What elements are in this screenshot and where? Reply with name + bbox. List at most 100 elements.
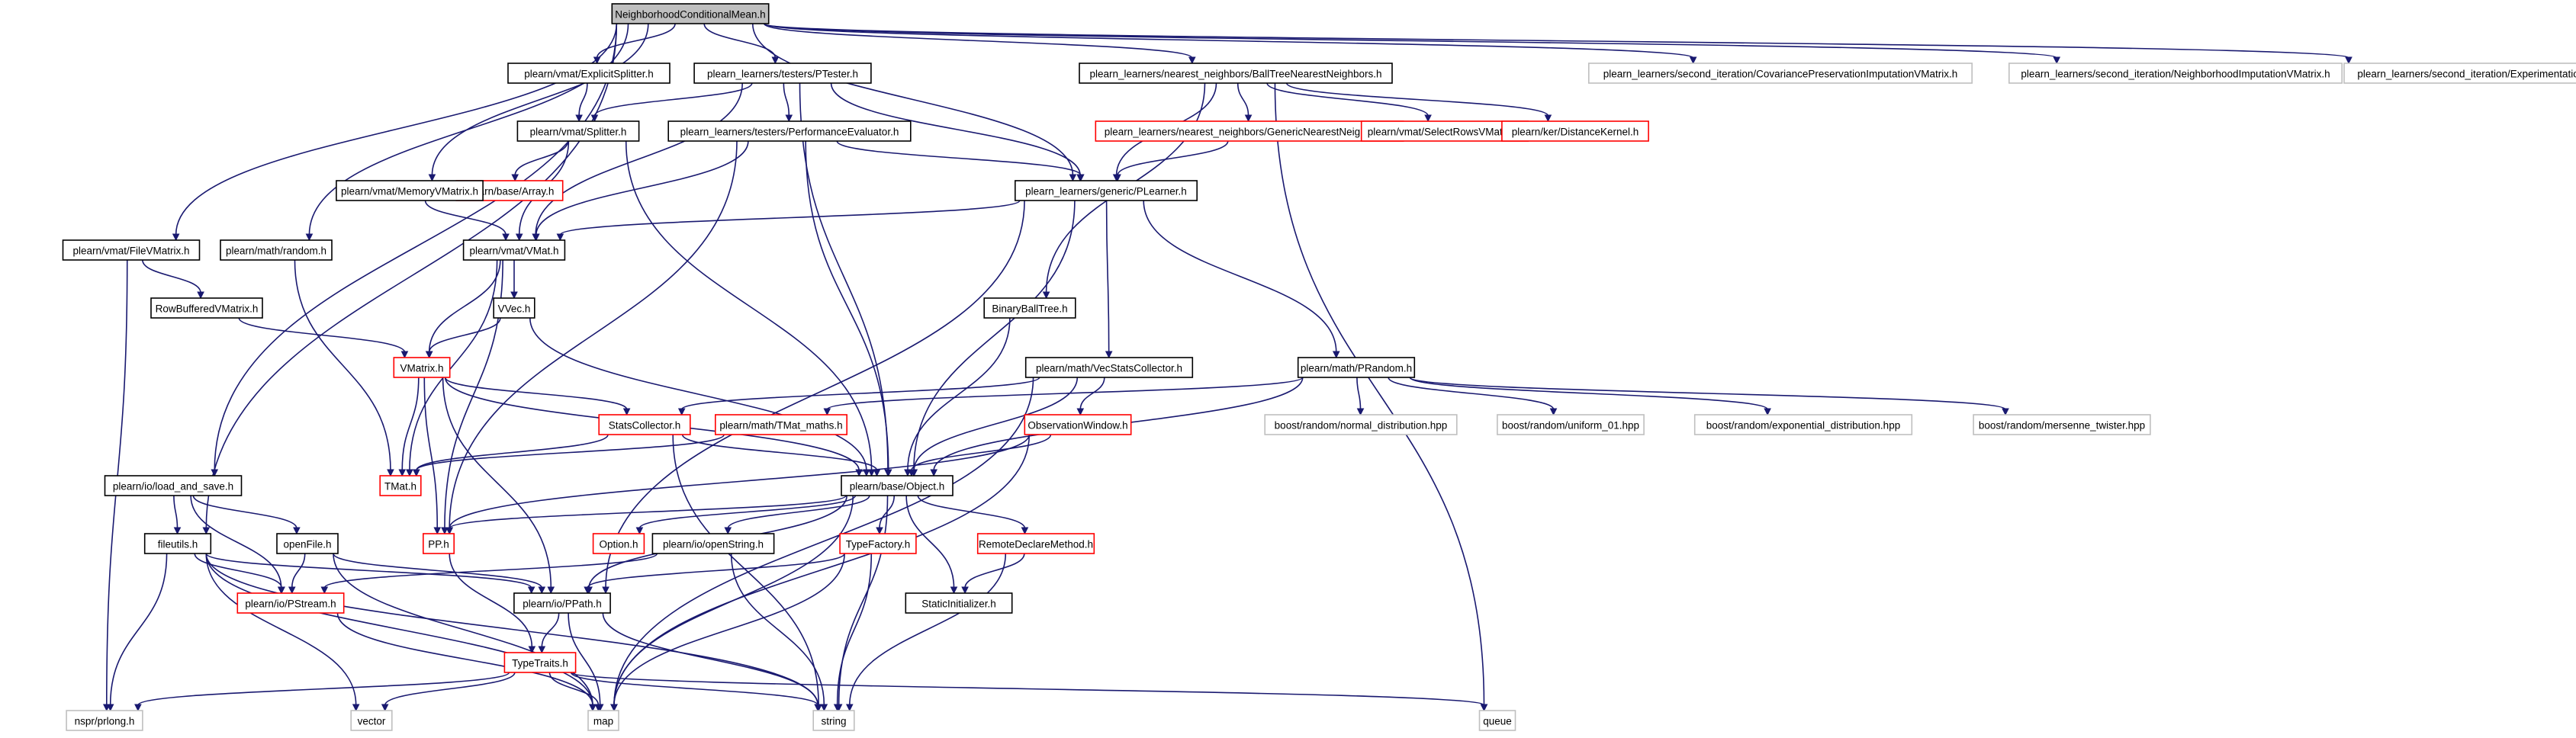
edge-plearner-to-vmat — [559, 200, 1021, 236]
edge-object-to-staticInit — [905, 495, 955, 589]
node-box — [493, 297, 535, 319]
edge-vvec-to-object — [529, 317, 867, 471]
arrowhead — [930, 469, 937, 477]
arrowhead — [1244, 114, 1253, 123]
node-plearner[interactable]: plearn_learners/generic/PLearner.h — [1015, 180, 1198, 201]
arrowhead — [863, 469, 870, 477]
node-fileVM[interactable]: plearn/vmat/FileVMatrix.h — [62, 239, 201, 261]
node-prandom[interactable]: plearn/math/PRandom.h — [1297, 357, 1416, 378]
node-box — [2008, 63, 2343, 84]
arrowhead — [1356, 408, 1365, 416]
node-vecStats[interactable]: plearn/math/VecStatsCollector.h — [1024, 357, 1194, 378]
node-box — [1297, 357, 1416, 378]
node-box — [983, 297, 1076, 319]
edge-genericNN-to-plearner — [1117, 140, 1229, 176]
node-remoteDeclare[interactable]: RemoteDeclareMethod.h — [976, 533, 1095, 554]
edge-root-to-nbImp — [763, 23, 2058, 59]
node-label: string — [821, 716, 846, 727]
arrowhead — [134, 704, 142, 712]
edge-memoryVM-to-vmat — [424, 200, 507, 236]
node-splitter[interactable]: plearn/vmat/Splitter.h — [516, 120, 640, 142]
node-vmat[interactable]: plearn/vmat/VMat.h — [462, 239, 566, 261]
node-label: plearn_learners/second_iteration/Neighbo… — [2021, 69, 2330, 80]
arrowhead — [172, 233, 180, 242]
node-box — [1015, 180, 1198, 201]
node-typeTraits[interactable]: TypeTraits.h — [503, 652, 577, 673]
edge-root-to-ptester — [703, 23, 777, 59]
node-box — [592, 533, 645, 554]
node-vmatrix[interactable]: VMatrix.h — [393, 357, 451, 378]
node-ppath[interactable]: plearn/io/PPath.h — [513, 592, 611, 614]
node-memoryVM[interactable]: plearn/vmat/MemoryVMatrix.h — [336, 180, 484, 201]
edge-vmat-to-tmat — [409, 259, 498, 471]
node-random[interactable]: plearn/math/random.h — [220, 239, 333, 261]
node-rowBuf[interactable]: RowBufferedVMatrix.h — [150, 297, 263, 319]
edge-typeTraits-to-string — [570, 672, 818, 706]
node-pp[interactable]: PP.h — [422, 533, 455, 554]
node-box — [1024, 357, 1194, 378]
edge-random-to-tmat — [294, 259, 391, 471]
node-distKernel[interactable]: plearn/ker/DistanceKernel.h — [1501, 120, 1649, 142]
node-genericNN[interactable]: plearn_learners/nearest_neighbors/Generi… — [1095, 120, 1404, 142]
arrowhead — [724, 527, 732, 535]
node-vvec[interactable]: VVec.h — [493, 297, 535, 319]
node-binaryBall[interactable]: BinaryBallTree.h — [983, 297, 1076, 319]
node-label: boost/random/uniform_01.hpp — [1502, 420, 1639, 432]
node-staticInit[interactable]: StaticInitializer.h — [905, 592, 1013, 614]
edge-binaryBall-to-object — [907, 317, 1011, 471]
node-uniform01: boost/random/uniform_01.hpp — [1497, 414, 1645, 435]
node-openString[interactable]: plearn/io/openString.h — [651, 533, 775, 554]
node-fileutils[interactable]: fileutils.h — [143, 533, 212, 554]
node-label: queue — [1483, 716, 1512, 727]
arrowhead — [381, 704, 389, 712]
node-obsWindow[interactable]: ObservationWindow.h — [1024, 414, 1132, 435]
node-box — [143, 533, 212, 554]
arrowhead — [2345, 56, 2352, 65]
node-openFile[interactable]: openFile.h — [276, 533, 339, 554]
node-typeFactory[interactable]: TypeFactory.h — [839, 533, 917, 554]
node-box — [104, 475, 243, 496]
arrowhead — [352, 704, 360, 712]
node-box — [66, 710, 143, 731]
edge-splitter-to-object — [625, 140, 873, 471]
node-label: plearn/io/PPath.h — [523, 598, 602, 610]
nodes-layer: NeighborhoodConditionalMean.h plearn/vmat… — [62, 3, 2576, 731]
arrowhead — [677, 408, 686, 416]
edge-plearner-to-prandom — [1143, 200, 1337, 353]
node-label: plearn/ker/DistanceKernel.h — [1512, 127, 1639, 138]
node-box — [393, 357, 451, 378]
node-object[interactable]: plearn/base/Object.h — [841, 475, 954, 496]
arrowhead — [511, 174, 519, 182]
edge-root-to-loadSave — [214, 23, 618, 471]
arrowhead — [873, 469, 881, 477]
node-box — [905, 592, 1013, 614]
edge-fileVM-to-rowBuf — [142, 259, 201, 294]
node-covPres: plearn_learners/second_iteration/Covaria… — [1588, 63, 1973, 84]
node-pstream[interactable]: plearn/io/PStream.h — [236, 592, 345, 614]
node-ballTree[interactable]: plearn_learners/nearest_neighbors/BallTr… — [1079, 63, 1393, 84]
node-tmat[interactable]: TMat.h — [379, 475, 422, 496]
node-experimentation: plearn_learners/second_iteration/Experim… — [2343, 63, 2576, 84]
node-perfEval[interactable]: plearn_learners/testers/PerformanceEvalu… — [667, 120, 912, 142]
arrowhead — [197, 291, 204, 300]
node-nsprPrlong: nspr/prlong.h — [66, 710, 143, 731]
node-loadSave[interactable]: plearn/io/load_and_save.h — [104, 475, 243, 496]
node-tmatMaths[interactable]: plearn/math/TMat_maths.h — [714, 414, 847, 435]
arrowhead — [305, 233, 314, 242]
arrowhead — [635, 527, 644, 535]
edge-remoteDeclare-to-string — [849, 553, 1007, 706]
node-explicitSplitter[interactable]: plearn/vmat/ExplicitSplitter.h — [507, 63, 671, 84]
node-statsCollector[interactable]: StatsCollector.h — [598, 414, 691, 435]
arrowhead — [538, 586, 546, 595]
node-box — [276, 533, 339, 554]
node-root[interactable]: NeighborhoodConditionalMean.h — [611, 3, 770, 24]
arrowhead — [584, 586, 591, 595]
edge-perfEval-to-vmat — [535, 140, 749, 236]
node-ptester[interactable]: plearn_learners/testers/PTester.h — [693, 63, 872, 84]
node-option[interactable]: Option.h — [592, 533, 645, 554]
node-box — [611, 3, 770, 24]
node-box — [1973, 414, 2151, 435]
edge-ppath-to-typeTraits — [541, 612, 560, 648]
edge-fileutils-to-vector — [205, 553, 357, 706]
node-label: nspr/prlong.h — [75, 716, 135, 727]
